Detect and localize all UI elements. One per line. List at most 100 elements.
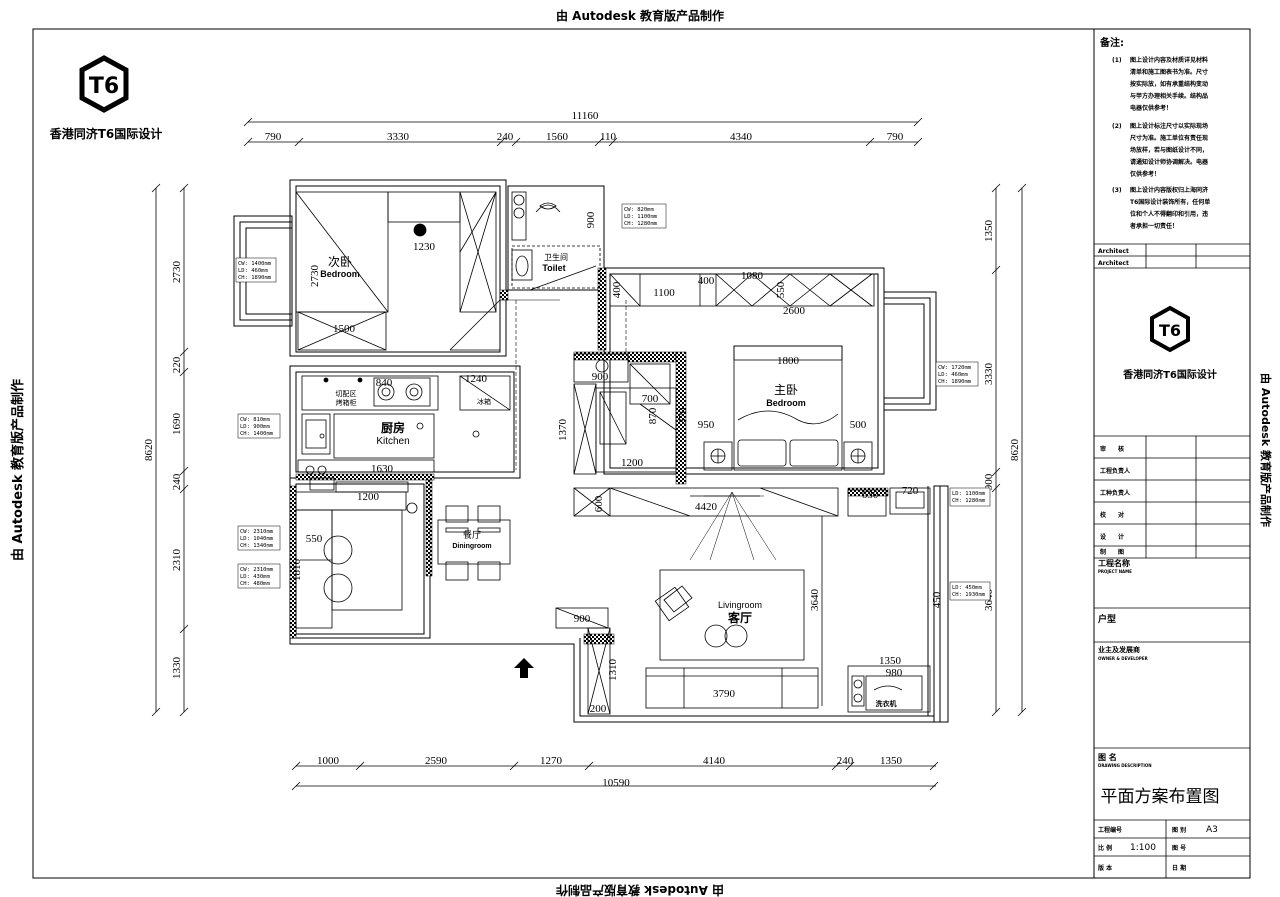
dim-label: 1240 bbox=[465, 373, 488, 385]
dim-top-total: 11160 bbox=[572, 110, 599, 122]
window-note: LD: 1100mm bbox=[952, 491, 986, 497]
note-line: 图上设计内容版权归上海同济 bbox=[1130, 186, 1209, 194]
dim-left-seg: 2310 bbox=[171, 549, 183, 572]
dim-bottom-seg: 1350 bbox=[880, 755, 903, 767]
dim-right-total: 8620 bbox=[1009, 439, 1021, 462]
tb-row-label: 工程负责人 bbox=[1100, 467, 1131, 475]
dim-label: 980 bbox=[886, 667, 903, 679]
dim-top-seg: 110 bbox=[600, 131, 617, 143]
dim-bottom-seg: 1000 bbox=[317, 755, 340, 767]
dim-label: 450 bbox=[931, 591, 943, 608]
room-kitchen-en: Kitchen bbox=[376, 436, 409, 447]
dim-label: 1800 bbox=[777, 355, 800, 367]
dim-label: 3640 bbox=[809, 589, 821, 612]
scale-label: 比 例 bbox=[1098, 844, 1112, 852]
dim-right-seg: 3330 bbox=[983, 363, 995, 386]
tv-cabinet bbox=[573, 487, 931, 517]
window-note: CH: 1340mm bbox=[240, 543, 274, 549]
laundry-area bbox=[847, 665, 931, 713]
title-block-grid bbox=[1094, 243, 1250, 878]
dim-label: 3790 bbox=[713, 688, 736, 700]
note-line: 图上设计内容及材质详见材料 bbox=[1130, 56, 1208, 64]
bedroom2-furniture bbox=[295, 191, 501, 351]
notes-title: 备注: bbox=[1099, 36, 1124, 49]
drawing-title-sub: DRAWING DESCRIPTION bbox=[1098, 763, 1152, 768]
left-lower-furniture bbox=[295, 491, 418, 629]
entry-cabinet bbox=[514, 607, 611, 715]
window-note: CH: 480mm bbox=[240, 581, 270, 587]
window-note: CW: 810mm bbox=[240, 417, 270, 423]
note-line: 尺寸为准。施工单位有责任现 bbox=[1130, 134, 1208, 142]
dim-label: 2730 bbox=[309, 265, 321, 288]
note-line: 按实际放，如有承重结构变动 bbox=[1130, 80, 1208, 88]
house-type-label: 户型 bbox=[1098, 613, 1116, 625]
watermark-top: 由 Autodesk 教育版产品制作 bbox=[556, 8, 724, 23]
dim-label: 840 bbox=[376, 377, 393, 389]
owner-label: 业主及发展商 bbox=[1098, 645, 1140, 654]
dim-label: 1230 bbox=[413, 241, 436, 253]
tb-row-label: 设 计 bbox=[1100, 533, 1124, 541]
note-line: T6国际设计装饰所有，任何单 bbox=[1130, 198, 1210, 206]
note-num: (1) bbox=[1112, 57, 1122, 64]
dim-label: 1200 bbox=[357, 491, 380, 503]
note-num: (2) bbox=[1112, 123, 1122, 130]
master-bed bbox=[703, 345, 873, 471]
ceiling-light-rays bbox=[689, 491, 777, 561]
window-note: CW: 2310mm bbox=[240, 567, 274, 573]
company-logo: T6 香港同济T6国际设计 bbox=[49, 55, 162, 141]
dimensions-bottom-labels: 1000 2590 1270 4140 240 1350 10590 bbox=[317, 755, 903, 789]
dim-label: 200 bbox=[590, 703, 607, 715]
walls bbox=[233, 179, 949, 723]
window-note: CW: 1720mm bbox=[938, 365, 972, 371]
room-living-en: Livingroom bbox=[718, 600, 762, 610]
note-line: 图上设计标注尺寸以实际现场 bbox=[1130, 122, 1208, 130]
toilet-fixtures bbox=[511, 191, 601, 291]
note-line: 位和个人不得翻印和引用，违 bbox=[1130, 210, 1208, 218]
scale-value: 1:100 bbox=[1130, 843, 1156, 853]
kitchen-oven-label: 烤箱柜 bbox=[336, 398, 357, 407]
dim-top-seg: 4340 bbox=[730, 131, 753, 143]
dim-label: 900 bbox=[592, 371, 609, 383]
title-block-text: Architect Architect T6 香港同济T6国际设计 审 核 工程… bbox=[1097, 248, 1220, 872]
dim-label: 1350 bbox=[879, 655, 902, 667]
note-line: 清单和施工图表书为准。尺寸 bbox=[1130, 68, 1208, 76]
title-block-logo-icon bbox=[1150, 305, 1190, 353]
dim-label: 1370 bbox=[557, 419, 569, 442]
title-block-logo-company: 香港同济T6国际设计 bbox=[1123, 368, 1217, 381]
dim-left-seg: 2730 bbox=[171, 261, 183, 284]
note-line: 仅供参考！ bbox=[1129, 170, 1160, 178]
window-note: LD: 430mm bbox=[240, 574, 270, 580]
note-line: 与甲方办理相关手续。结构品 bbox=[1130, 92, 1208, 100]
note-line: 场放样，若与图纸设计不同， bbox=[1130, 146, 1208, 154]
dim-label: 900 bbox=[585, 211, 597, 228]
note-line: 者承担一切责任！ bbox=[1130, 222, 1178, 230]
note-line: 电器仅供参考！ bbox=[1130, 104, 1172, 112]
dim-left-seg: 1690 bbox=[171, 413, 183, 436]
title-block-logo-mark: T6 bbox=[1159, 321, 1181, 340]
dining-table bbox=[437, 505, 511, 581]
dim-label: 900 bbox=[574, 613, 591, 625]
tb-row-label: 工种负责人 bbox=[1100, 489, 1131, 497]
dim-right-seg: 1350 bbox=[983, 220, 995, 243]
master-wardrobe-top bbox=[609, 273, 875, 307]
dim-label: 550 bbox=[306, 533, 323, 545]
kitchen-fixtures bbox=[297, 375, 511, 493]
dim-top-seg: 3330 bbox=[387, 131, 410, 143]
window-note: CH: 1280mm bbox=[952, 498, 986, 504]
window-note: LD: 900mm bbox=[240, 424, 270, 430]
dim-label: 1816 bbox=[291, 559, 303, 582]
wall-columns bbox=[289, 267, 889, 645]
living-room-furniture bbox=[645, 516, 823, 709]
room-living-cn: 客厅 bbox=[727, 610, 752, 625]
dim-label: 1100 bbox=[653, 287, 675, 299]
architect-label: Architect bbox=[1098, 260, 1129, 267]
dim-label: 1080 bbox=[741, 270, 764, 282]
dim-bottom-total: 10590 bbox=[602, 777, 630, 789]
room-dining-en: Diningroom bbox=[452, 543, 491, 550]
owner-sub: OWNER & DEVELOPER bbox=[1098, 656, 1148, 661]
master-closet bbox=[573, 353, 677, 475]
dimensions-bottom bbox=[291, 761, 939, 791]
watermark-left: 由 Autodesk 教育版产品制作 bbox=[10, 379, 26, 561]
dim-label: 400 bbox=[698, 275, 715, 287]
window-note: LD: 460mm bbox=[238, 268, 268, 274]
